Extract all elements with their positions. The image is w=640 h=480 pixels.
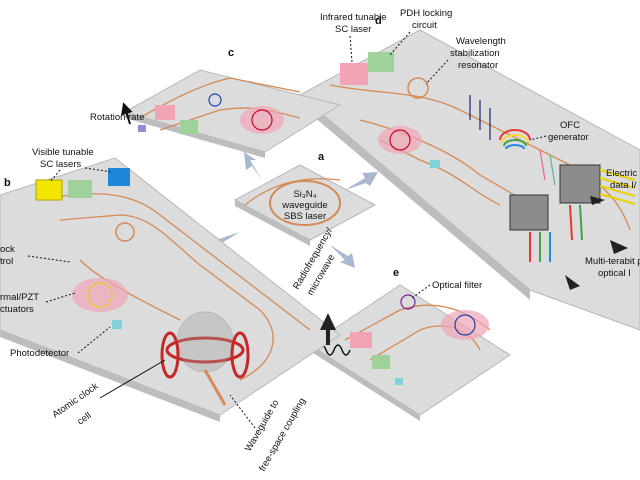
- optical-arrow-1: [565, 275, 580, 290]
- arrow-to-c: [244, 152, 262, 180]
- label-wavelength-1: Wavelength: [456, 36, 506, 47]
- label-optical-filter: Optical filter: [432, 280, 482, 291]
- optical-filter-ring: [400, 294, 416, 310]
- gyro-resonator: [240, 106, 284, 134]
- optical-arrow-2: [610, 240, 628, 254]
- rf-out-arrow: [320, 313, 336, 345]
- frequency-comb-lines: [469, 95, 556, 186]
- visible-laser-blue: [108, 168, 130, 186]
- label-visible-tunable-2: SC lasers: [40, 159, 81, 170]
- clock-resonator: [72, 278, 128, 312]
- label-atomic-clock-1: Atomic clock: [50, 381, 100, 421]
- center-label-line3: SBS laser: [284, 211, 326, 222]
- label-pdh-1: PDH locking: [400, 8, 452, 19]
- panel-a-letter: a: [318, 151, 325, 163]
- label-pdh-2: circuit: [412, 20, 437, 31]
- label-clock-control-2: trol: [0, 256, 13, 267]
- pdh-pcb: [368, 52, 394, 72]
- center-label-line2: waveguide: [281, 200, 327, 211]
- panel-a: a Si₃N₄ waveguide SBS laser: [233, 151, 377, 246]
- panel-b-pcb: [68, 180, 92, 198]
- visible-laser-yellow: [35, 179, 63, 201]
- panel-b-small-ring: [115, 222, 135, 242]
- label-infrared-2: SC laser: [335, 24, 371, 35]
- panel-b-letter: b: [4, 177, 11, 189]
- label-wavelength-2: stabilization: [450, 48, 500, 59]
- label-rotation-rate: Rotation rate: [90, 112, 144, 123]
- label-electrical-1: Electric: [606, 168, 637, 179]
- panel-e-letter: e: [393, 267, 399, 279]
- panel-c-letter: c: [228, 47, 234, 59]
- atomic-clock-cell: [160, 311, 250, 406]
- label-multi-terabit-2: optical I: [598, 268, 631, 279]
- infrared-laser-chip: [340, 63, 368, 85]
- electrical-io-lines: [599, 169, 636, 205]
- label-infrared-1: Infrared tunable: [320, 12, 387, 23]
- stabilization-resonator: [407, 77, 429, 99]
- label-visible-tunable-1: Visible tunable: [32, 147, 94, 158]
- label-ofc-1: OFC: [560, 120, 580, 131]
- rf-laser-chip: [350, 332, 372, 348]
- panel-d: d: [299, 15, 640, 331]
- panel-e-pcb: [372, 355, 390, 369]
- io-arrows: [320, 196, 628, 345]
- panel-c-detector: [138, 125, 146, 132]
- ofc-ring-resonator: [378, 126, 422, 154]
- panel-c-pcb: [180, 120, 198, 134]
- label-electrical-2: data I/: [610, 180, 637, 191]
- arrow-to-d: [345, 172, 378, 190]
- label-wavelength-3: resonator: [458, 60, 498, 71]
- optical-io-lines: [529, 204, 583, 262]
- arrow-to-e: [330, 245, 355, 268]
- electrical-arrow-1: [590, 196, 605, 205]
- chip-gray-1: [509, 194, 549, 231]
- panel-d-letter: d: [375, 15, 382, 27]
- label-thermal-2: ctuators: [0, 304, 34, 315]
- ofc-rainbow: [499, 129, 531, 150]
- rotation-laser-chip: [155, 105, 175, 120]
- rf-resonator: [441, 310, 489, 340]
- label-clock-control-1: ock: [0, 244, 15, 255]
- panel-b: b: [0, 157, 341, 422]
- panel-e: e: [309, 267, 511, 421]
- chip-gray-2: [559, 164, 601, 204]
- label-photodetector: Photodetector: [10, 348, 69, 359]
- panel-c: c: [123, 47, 342, 158]
- sbs-ring-resonator: [269, 180, 341, 226]
- label-waveguide-2: free-space coupling: [257, 396, 308, 473]
- label-atomic-clock-2: cell: [75, 410, 93, 427]
- photodetector-b: [112, 320, 122, 329]
- label-ofc-2: generator: [548, 132, 589, 143]
- label-multi-terabit-1: Multi-terabit per: [585, 256, 640, 267]
- panel-e-detector: [395, 378, 403, 385]
- label-thermal-1: rmal/PZT: [0, 292, 39, 303]
- center-label-line1: Si₃N₄: [293, 189, 316, 200]
- photodetector-d: [430, 160, 440, 168]
